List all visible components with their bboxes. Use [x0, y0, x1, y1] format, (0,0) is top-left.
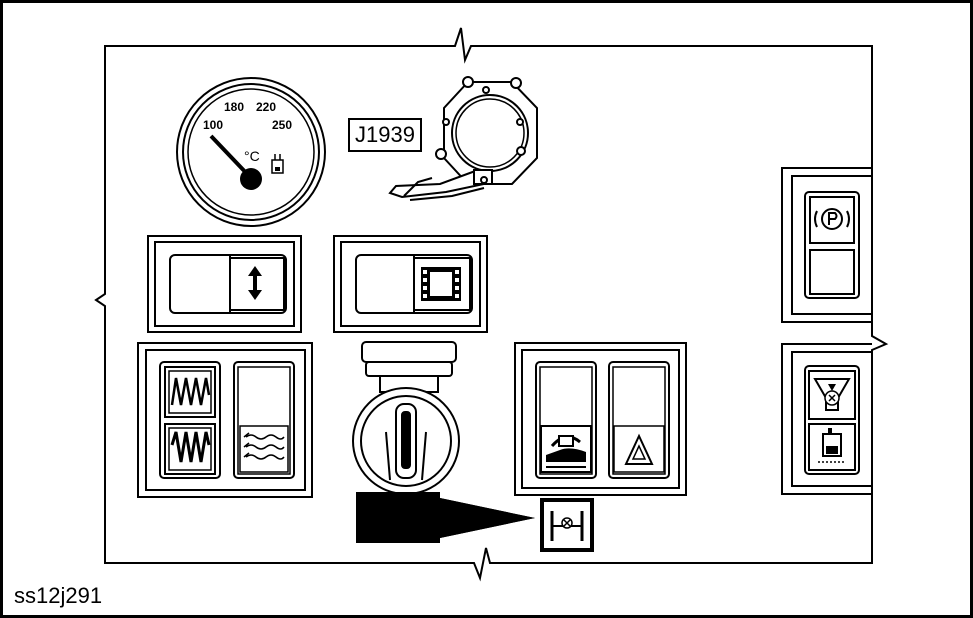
large-arrow-icon [356, 492, 535, 543]
switch-panel-up-down [147, 235, 302, 333]
up-down-switch[interactable] [229, 257, 285, 311]
fuel-filter-switch[interactable] [808, 370, 856, 420]
switch-panel-brake-hazard [514, 342, 687, 496]
heater-coil-icon [168, 370, 212, 414]
filmstrip-icon [421, 267, 461, 301]
heater-high-switch[interactable] [164, 366, 216, 418]
film-switch[interactable] [413, 257, 471, 311]
j1939-connector [388, 76, 538, 201]
wavy-lines-icon [239, 425, 289, 473]
heater-coil-icon [168, 427, 212, 471]
axle-lock-icon [550, 511, 584, 541]
switch-panel-fuel [781, 343, 872, 495]
gauge-tick-label: 220 [256, 100, 277, 114]
hazard-switch-face[interactable] [612, 366, 666, 475]
heater-low-switch[interactable] [164, 423, 216, 475]
blank-right-switch[interactable] [809, 249, 855, 295]
axle-lock-indicator [540, 498, 594, 552]
parking-brake-icon [814, 208, 850, 230]
parking-brake-switch[interactable] [809, 196, 855, 244]
figure-id-label: ss12j291 [14, 583, 103, 608]
fuel-filter-icon [813, 378, 851, 411]
gauge-tick-label: 100 [203, 118, 224, 132]
hazard-switch[interactable] [612, 366, 666, 475]
engine-brake-icon [540, 425, 592, 473]
fluid-drain-switch[interactable] [808, 423, 856, 471]
fluid-drain-icon [818, 428, 846, 463]
gauge-hub [240, 168, 262, 190]
temperature-gauge [176, 77, 326, 227]
engine-brake-switch[interactable] [539, 366, 593, 475]
gauge-tick-label: 180 [224, 100, 245, 114]
up-down-arrow-icon [248, 266, 262, 300]
switch-panel-film [333, 235, 488, 333]
defrost-switch[interactable] [237, 366, 291, 475]
gauge-unit-label: °C [244, 148, 260, 164]
ignition-key-icon [385, 403, 427, 481]
ignition-switch[interactable] [352, 341, 460, 495]
gauge-tick-label: 250 [272, 118, 293, 132]
hazard-triangle-icon [613, 425, 665, 473]
switch-panel-heaters [137, 342, 313, 498]
switch-panel-parking [781, 167, 872, 323]
j1939-label: J1939 [348, 118, 422, 152]
dashboard-panel [94, 27, 889, 582]
fluid-level-icon [271, 154, 284, 174]
